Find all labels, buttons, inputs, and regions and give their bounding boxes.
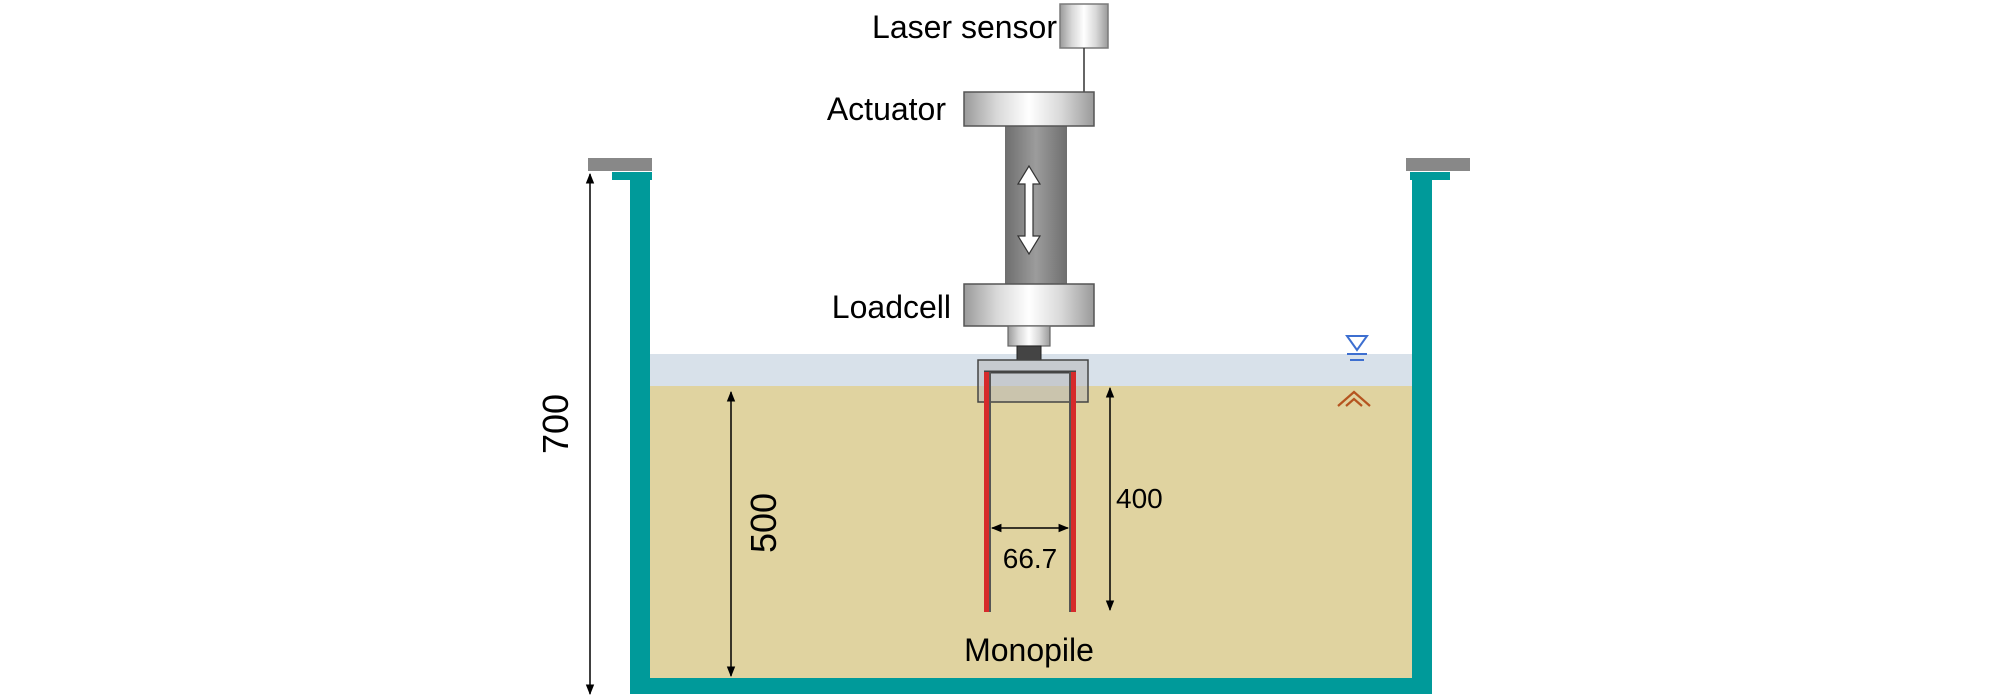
soil-layer bbox=[650, 386, 1412, 679]
laser-sensor-box bbox=[1059, 3, 1109, 49]
actuator-box bbox=[963, 91, 1095, 127]
monopile bbox=[984, 372, 1076, 612]
right-support-plate bbox=[1406, 158, 1470, 171]
pile-length-label: 400 bbox=[1116, 483, 1163, 514]
loadcell-label: Loadcell bbox=[832, 289, 951, 325]
water-level-icon bbox=[1345, 335, 1369, 361]
tank bbox=[612, 172, 1450, 694]
monopile-right-wall bbox=[1071, 372, 1076, 612]
tank-height-label: 700 bbox=[535, 394, 576, 454]
tank-left-flange bbox=[612, 172, 652, 180]
pile-diameter-label: 66.7 bbox=[1003, 543, 1058, 574]
tank-bottom bbox=[630, 678, 1432, 694]
actuator-label: Actuator bbox=[827, 91, 947, 127]
monopile-label: Monopile bbox=[964, 632, 1094, 668]
soil-depth-label: 500 bbox=[743, 493, 784, 553]
loadcell-connector bbox=[1007, 325, 1051, 347]
loadcell-joint bbox=[1016, 345, 1042, 361]
monopile-left-wall bbox=[984, 372, 989, 612]
laser-sensor-label: Laser sensor bbox=[872, 9, 1057, 45]
actuator-rod bbox=[1005, 124, 1067, 286]
actuation-direction-icon bbox=[1016, 164, 1042, 256]
loadcell-box bbox=[963, 283, 1095, 327]
left-support-plate bbox=[588, 158, 652, 171]
soil-surface-icon bbox=[1337, 390, 1371, 407]
tank-left-wall bbox=[630, 180, 650, 694]
tank-right-wall bbox=[1412, 180, 1432, 694]
tank-right-flange bbox=[1410, 172, 1450, 180]
